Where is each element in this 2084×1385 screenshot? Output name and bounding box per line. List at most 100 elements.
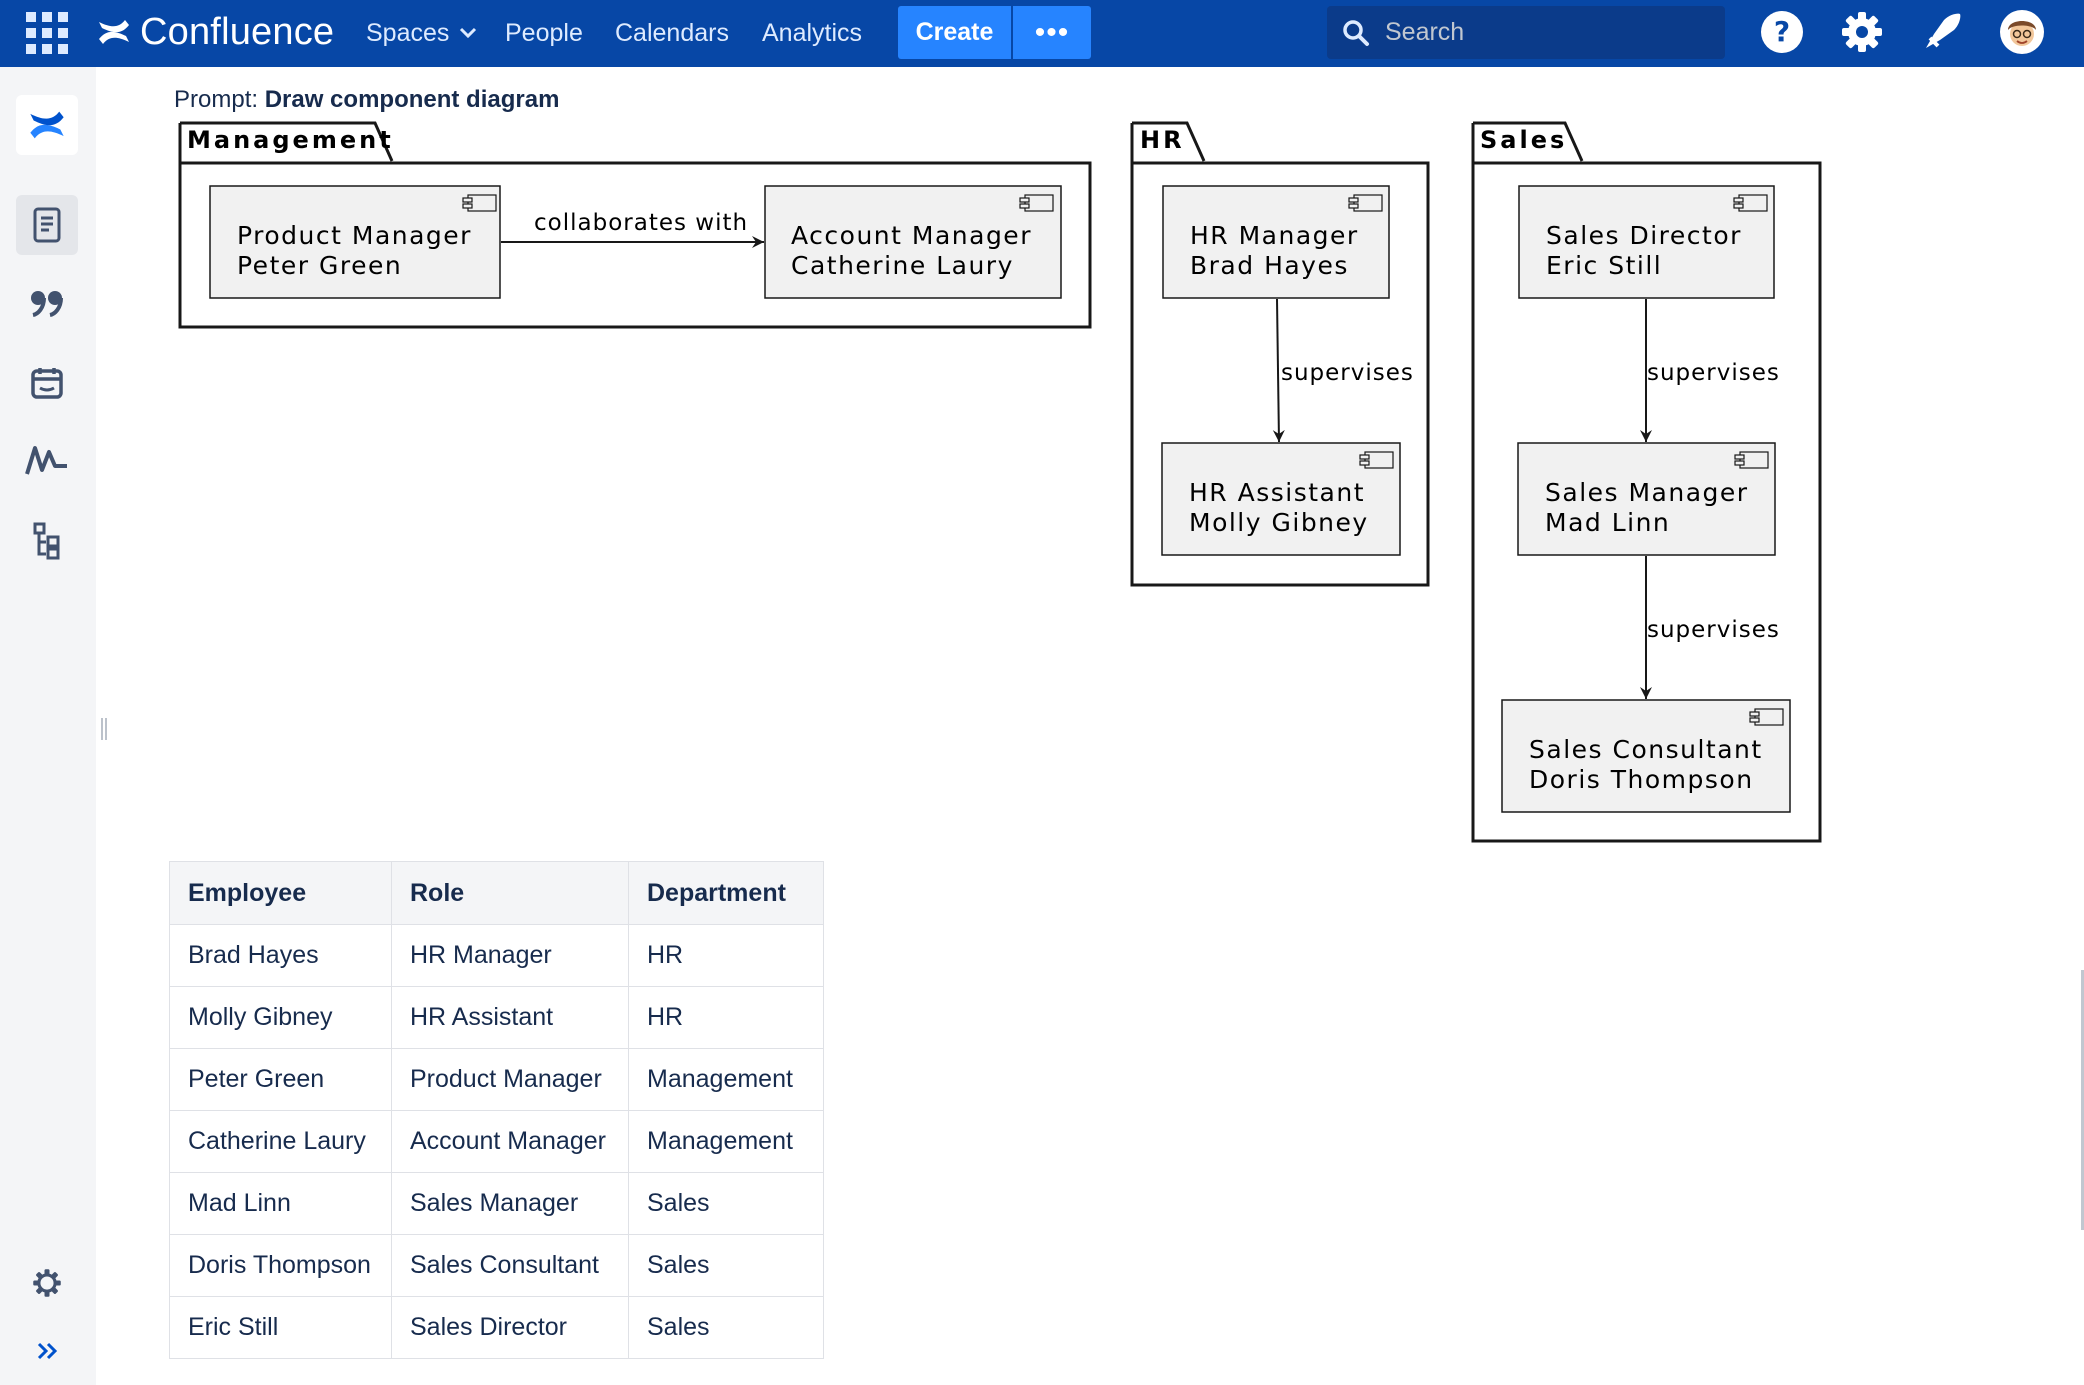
component-title: Sales Director xyxy=(1546,221,1742,250)
component-title: HR Manager xyxy=(1190,221,1359,250)
create-more-button[interactable]: ••• xyxy=(1013,6,1091,59)
space-logo-button[interactable] xyxy=(16,95,78,155)
component-account-manager[interactable]: Account Manager Catherine Laury xyxy=(764,185,1062,299)
search-field[interactable] xyxy=(1327,6,1725,59)
chevron-down-icon xyxy=(460,27,477,39)
cell-department: Management xyxy=(628,1048,824,1111)
table-header-row: Employee Role Department xyxy=(169,861,824,925)
left-sidebar xyxy=(0,67,96,1385)
cell-department: Sales xyxy=(628,1234,824,1297)
create-button[interactable]: Create xyxy=(898,6,1011,59)
column-header-employee[interactable]: Employee xyxy=(169,861,392,925)
package-management-label: Management xyxy=(187,126,394,154)
calendar-icon xyxy=(31,368,63,399)
nav-spaces-label: Spaces xyxy=(366,19,450,47)
component-product-manager[interactable]: Product Manager Peter Green xyxy=(209,185,501,299)
cell-role: HR Manager xyxy=(391,924,629,987)
notifications-icon[interactable] xyxy=(1918,8,1966,56)
sidebar-item-pages[interactable] xyxy=(16,195,78,255)
cell-employee: Doris Thompson xyxy=(169,1234,392,1297)
relation-label: supervises xyxy=(1647,617,1780,643)
relation-label: supervises xyxy=(1647,360,1780,386)
component-person: Mad Linn xyxy=(1545,508,1670,537)
relation-label: collaborates with xyxy=(534,210,748,236)
cell-department: Sales xyxy=(628,1296,824,1359)
prompt-line: Prompt: Draw component diagram xyxy=(174,86,559,114)
component-hr-manager[interactable]: HR Manager Brad Hayes xyxy=(1162,185,1390,299)
component-title: Account Manager xyxy=(791,221,1032,250)
cell-employee: Eric Still xyxy=(169,1296,392,1359)
sidebar-settings-button[interactable] xyxy=(16,1253,78,1313)
component-icon xyxy=(1348,194,1383,212)
page-tree-icon xyxy=(33,522,60,560)
component-diagram: Management Product Manager Peter Green c… xyxy=(178,121,1822,843)
component-icon xyxy=(1359,451,1394,469)
component-title: Sales Manager xyxy=(1545,478,1749,507)
page-scrollbar[interactable] xyxy=(2081,970,2084,1230)
expand-sidebar-icon xyxy=(37,1342,58,1360)
package-sales-label: Sales xyxy=(1480,126,1567,154)
component-title: HR Assistant xyxy=(1189,478,1365,507)
component-hr-assistant[interactable]: HR Assistant Molly Gibney xyxy=(1161,442,1401,556)
cell-role: HR Assistant xyxy=(391,986,629,1049)
component-icon xyxy=(1734,451,1769,469)
table-row: Peter Green Product Manager Management xyxy=(169,1048,824,1111)
sidebar-item-calendars[interactable] xyxy=(16,353,78,413)
settings-icon[interactable] xyxy=(1838,8,1886,56)
component-title: Sales Consultant xyxy=(1529,735,1763,764)
pages-icon xyxy=(33,207,61,243)
top-navigation-bar: Confluence Spaces People Calendars Analy… xyxy=(0,0,2084,67)
component-icon xyxy=(1749,708,1784,726)
avatar[interactable] xyxy=(1998,8,2046,56)
component-person: Peter Green xyxy=(237,251,402,280)
column-header-department[interactable]: Department xyxy=(628,861,824,925)
relation-collaborates-with: collaborates with xyxy=(501,210,764,248)
component-title: Product Manager xyxy=(237,221,472,250)
component-person: Molly Gibney xyxy=(1189,508,1369,537)
prompt-label: Prompt: xyxy=(174,86,259,113)
sidebar-item-blog[interactable] xyxy=(16,273,78,333)
cell-role: Account Manager xyxy=(391,1110,629,1173)
blog-quote-icon xyxy=(31,291,63,317)
nav-calendars[interactable]: Calendars xyxy=(615,19,729,47)
search-icon xyxy=(1343,19,1369,46)
relation-supervises: supervises xyxy=(1640,299,1780,442)
component-sales-consultant[interactable]: Sales Consultant Doris Thompson xyxy=(1501,699,1791,813)
package-sales: Sales xyxy=(1471,121,1822,843)
table-row: Brad Hayes HR Manager HR xyxy=(169,924,824,987)
table-row: Mad Linn Sales Manager Sales xyxy=(169,1172,824,1235)
confluence-home-link[interactable]: Confluence xyxy=(96,6,334,58)
table-row: Eric Still Sales Director Sales xyxy=(169,1296,824,1359)
sidebar-item-page-tree[interactable] xyxy=(16,511,78,571)
employee-table: Employee Role Department Brad Hayes HR M… xyxy=(169,861,824,1359)
cell-department: Management xyxy=(628,1110,824,1173)
help-icon[interactable]: ? xyxy=(1758,8,1806,56)
app-switcher-icon[interactable] xyxy=(24,10,70,56)
search-input[interactable] xyxy=(1383,17,1707,48)
cell-department: HR xyxy=(628,924,824,987)
relation-supervises: supervises xyxy=(1640,556,1780,699)
cell-employee: Molly Gibney xyxy=(169,986,392,1049)
nav-people[interactable]: People xyxy=(505,19,583,47)
nav-spaces[interactable]: Spaces xyxy=(366,14,477,52)
confluence-logo-icon xyxy=(99,20,129,44)
component-icon xyxy=(1019,194,1054,212)
component-sales-manager[interactable]: Sales Manager Mad Linn xyxy=(1517,442,1776,556)
table-row: Doris Thompson Sales Consultant Sales xyxy=(169,1234,824,1297)
component-person: Brad Hayes xyxy=(1190,251,1349,280)
sidebar-expand-button[interactable] xyxy=(16,1321,78,1381)
column-header-role[interactable]: Role xyxy=(391,861,629,925)
cell-role: Sales Manager xyxy=(391,1172,629,1235)
app-name: Confluence xyxy=(140,10,335,53)
component-sales-director[interactable]: Sales Director Eric Still xyxy=(1518,185,1775,299)
cell-employee: Peter Green xyxy=(169,1048,392,1111)
cell-employee: Catherine Laury xyxy=(169,1110,392,1173)
table-row: Catherine Laury Account Manager Manageme… xyxy=(169,1110,824,1173)
component-icon xyxy=(462,194,497,212)
cell-role: Product Manager xyxy=(391,1048,629,1111)
nav-analytics[interactable]: Analytics xyxy=(762,19,863,47)
svg-text:?: ? xyxy=(1774,15,1790,48)
sidebar-item-analytics[interactable] xyxy=(16,431,78,491)
package-hr: HR xyxy=(1130,121,1430,587)
sidebar-resize-handle[interactable] xyxy=(100,718,108,740)
